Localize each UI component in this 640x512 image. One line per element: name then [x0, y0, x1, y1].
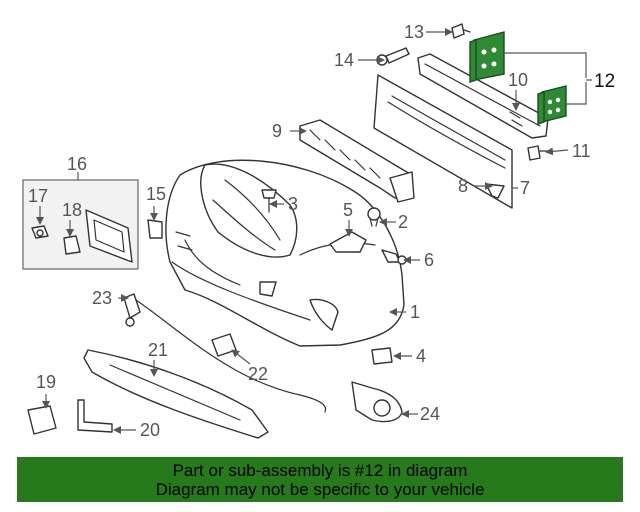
energy-absorber	[299, 119, 415, 203]
part-2-clip	[367, 207, 381, 227]
part-22-clip	[211, 333, 237, 357]
callout-21: 21	[148, 340, 168, 360]
part-4-sensor	[371, 347, 393, 365]
part-11-bolt	[527, 145, 549, 161]
part-23-harness	[123, 293, 327, 413]
callout-6: 6	[424, 250, 434, 270]
callout-14: 14	[334, 50, 354, 70]
bumper-cover	[165, 159, 405, 347]
part-13-bolt	[451, 23, 471, 39]
callout-7: 7	[520, 178, 530, 198]
callout-22: 22	[248, 364, 268, 384]
callout-24: 24	[420, 404, 440, 424]
callout-11: 11	[572, 141, 591, 161]
part-19-sensor	[27, 405, 57, 435]
part-21-shield	[83, 349, 269, 439]
callout-18: 18	[62, 200, 82, 220]
banner-line-1: Part or sub-assembly is #12 in diagram	[172, 461, 468, 480]
callout-16: 16	[67, 154, 87, 174]
part-24-bezel	[351, 381, 403, 423]
license-bracket	[85, 209, 133, 263]
callout-1: 1	[410, 302, 420, 322]
part-17-bolt	[31, 225, 49, 239]
callout-23: 23	[92, 288, 112, 308]
callout-4: 4	[416, 346, 426, 366]
callout-2: 2	[398, 212, 408, 232]
callout-17: 17	[28, 186, 48, 206]
callout-20: 20	[140, 420, 160, 440]
part-15-clip	[147, 219, 163, 239]
callout-19: 19	[36, 372, 56, 392]
info-banner: Part or sub-assembly is #12 in diagram D…	[17, 457, 623, 502]
callout-9: 9	[272, 121, 282, 141]
parts-diagram: 13 14 10 12 9 11 16 8 7 15 17 3 5 18 2 6…	[22, 22, 615, 440]
callout-13: 13	[404, 22, 424, 42]
reinforcement-bar	[417, 53, 549, 139]
part-14-hook	[376, 47, 410, 66]
part-12-bracket-upper	[469, 31, 505, 83]
callout-10: 10	[508, 70, 528, 90]
banner-line-2: Diagram may not be specific to your vehi…	[155, 480, 485, 499]
part-20-bracket	[77, 399, 113, 433]
callout-8: 8	[458, 176, 468, 196]
part-12-bracket-lower	[537, 85, 567, 125]
callout-15: 15	[146, 184, 166, 204]
callout-12: 12	[594, 71, 615, 92]
bumper-panel	[373, 74, 513, 209]
callout-3: 3	[288, 194, 298, 214]
callout-5: 5	[343, 200, 353, 220]
